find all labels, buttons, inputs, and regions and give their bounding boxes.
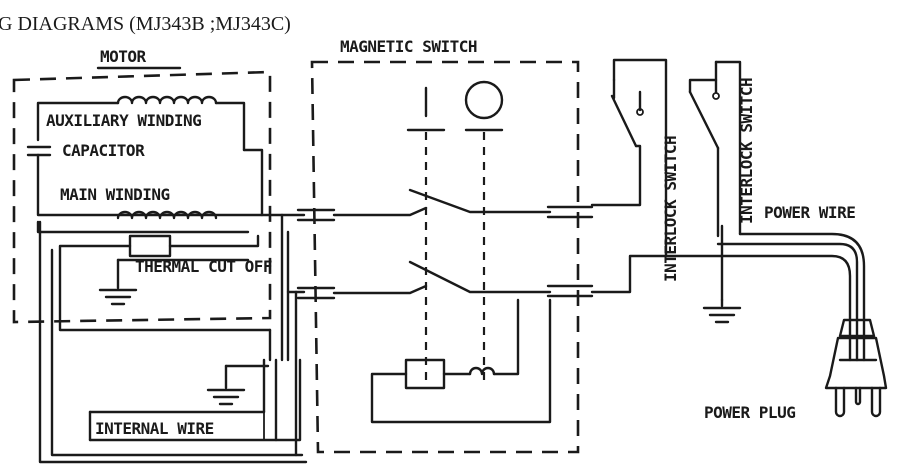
power-wire-label: POWER WIRE: [764, 203, 855, 222]
power-plug-label: POWER PLUG: [704, 403, 795, 422]
right-terminal-block: [546, 205, 594, 298]
thermal-cut-off-label: THERMAL CUT OFF: [135, 257, 272, 276]
internal-ground-icon: [206, 364, 270, 406]
start-button-symbol: [464, 80, 504, 120]
internal-wire-label: INTERNAL WIRE: [95, 419, 214, 438]
auxiliary-winding-coil: [116, 95, 218, 105]
power-wire: POWER WIRE: [664, 203, 866, 362]
motor-block: MOTOR AUXILIARY WINDING CAPACITOR MAIN W…: [12, 47, 273, 332]
main-winding-label: MAIN WINDING: [60, 185, 170, 204]
internal-wire-bundle: [38, 220, 308, 464]
interlock-switch-1-label: INTERLOCK SWITCH: [661, 136, 680, 282]
thermal-cut-off-symbol: [128, 234, 172, 258]
diagram-title: G DIAGRAMS (MJ343B ;MJ343C): [0, 13, 291, 35]
motor-ground-icon: [98, 258, 138, 306]
power-ground-icon: [702, 298, 742, 324]
power-plug-icon: [824, 318, 888, 418]
magnetic-switch-label: MAGNETIC SWITCH: [340, 37, 477, 56]
capacitor-label: CAPACITOR: [62, 141, 145, 160]
motor-label: MOTOR: [100, 47, 147, 66]
capacitor-symbol: [26, 145, 52, 157]
left-terminal-block: [296, 208, 336, 300]
interlock-switch-2-label: INTERLOCK SWITCH: [737, 78, 756, 224]
magnetic-switch-block: MAGNETIC SWITCH: [296, 37, 594, 454]
main-winding-coil: [116, 210, 218, 220]
auxiliary-winding-label: AUXILIARY WINDING: [46, 111, 201, 130]
interlock-switch-2: INTERLOCK SWITCH: [688, 60, 756, 238]
